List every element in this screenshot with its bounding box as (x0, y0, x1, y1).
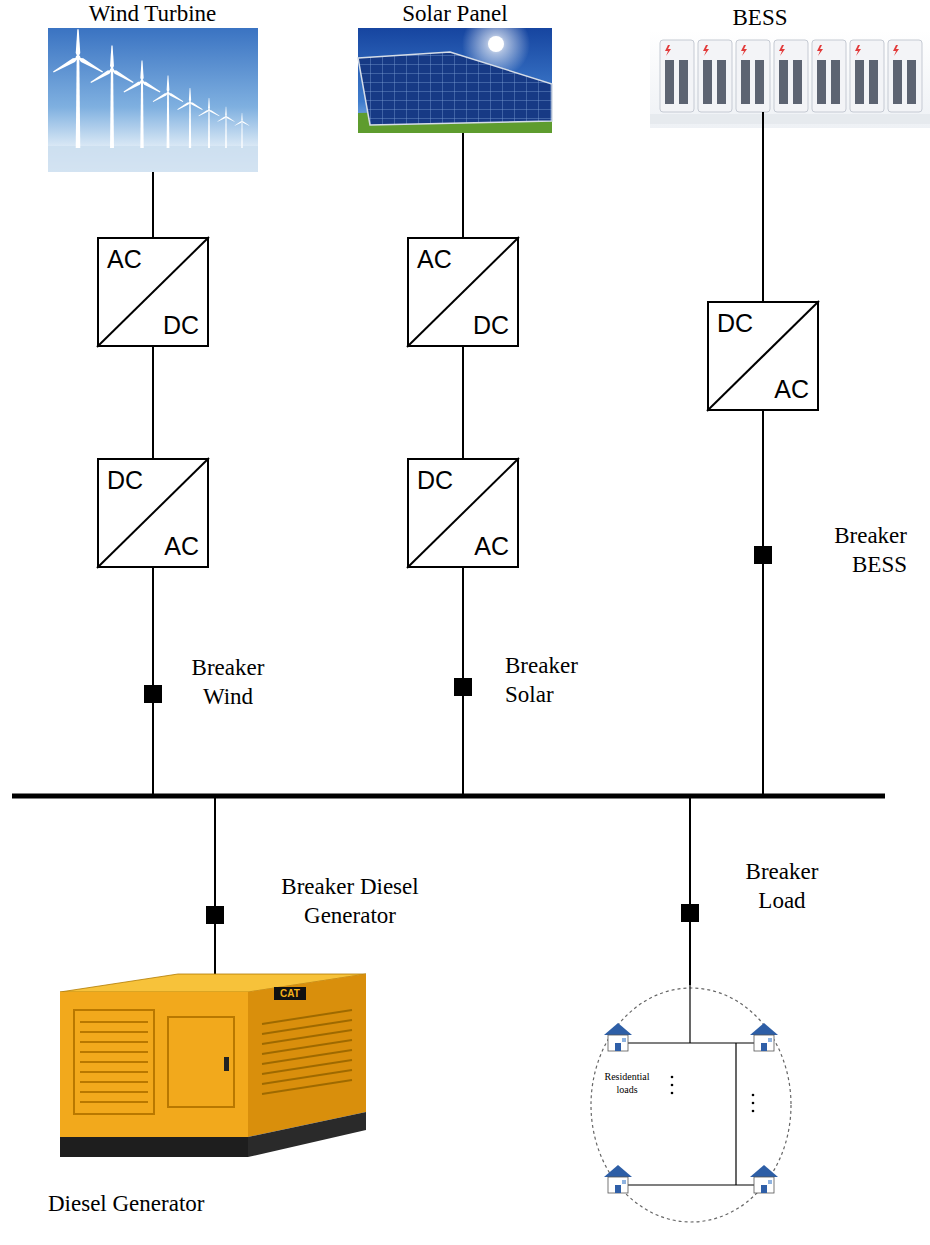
picture-node: Diesel Generator (48, 962, 378, 1222)
connector-line (214, 924, 216, 962)
breaker-label: Breaker Solar (505, 652, 597, 710)
breaker-symbol: Breaker Load (681, 904, 699, 922)
picture-title: Solar Panel (355, 0, 555, 29)
breaker-symbol: Breaker BESS (754, 546, 772, 564)
converter-label: AC (417, 244, 452, 274)
connector-line (689, 922, 691, 985)
breaker-label: Breaker BESS (813, 522, 907, 580)
converter-label: DC (107, 465, 143, 495)
connector-line (152, 568, 154, 685)
solar-panel-picture (358, 10, 552, 133)
breaker-label: Breaker Diesel Generator (250, 873, 450, 931)
converter-label: AC (164, 531, 199, 561)
breaker-label: Breaker Wind (186, 654, 270, 712)
breaker-label: Breaker Load (736, 858, 828, 916)
breaker-symbol: Breaker Diesel Generator (206, 906, 224, 924)
converter-label: AC (474, 531, 509, 561)
wind-turbine-picture (48, 28, 258, 172)
connector-line (462, 568, 464, 678)
converter-label: AC (774, 374, 809, 404)
breaker-symbol: Breaker Solar (454, 678, 472, 696)
connector-line (462, 347, 464, 458)
picture-title: BESS (660, 4, 860, 33)
diesel-generator-picture (60, 974, 366, 1157)
connector-line (762, 128, 764, 301)
converter-box: DC AC (97, 458, 209, 568)
converter-box: DC AC (707, 301, 819, 411)
breaker-symbol: Breaker Wind (144, 685, 162, 703)
bus-bar (12, 112, 885, 976)
bess-picture (650, 30, 930, 128)
converter-label: DC (417, 465, 453, 495)
connector-line (762, 411, 764, 546)
converter-box: DC AC (407, 458, 519, 568)
picture-node: Solar Panel (355, 0, 555, 133)
picture-node: Wind Turbine (45, 0, 260, 172)
connector-line (462, 133, 464, 237)
converter-label: DC (163, 310, 199, 340)
connector-line (152, 347, 154, 458)
picture-title: Wind Turbine (45, 0, 260, 29)
load-label: Residential loads (594, 1071, 660, 1096)
residential-loads-picture (591, 985, 791, 1222)
converter-label: DC (717, 308, 753, 338)
logo-text: CAT (274, 987, 306, 1000)
converter-diagonals (97, 237, 819, 568)
load-circle: Residential loads (588, 985, 794, 1225)
converter-box: AC DC (407, 237, 519, 347)
picture-title: Diesel Generator (48, 1190, 308, 1219)
converter-label: AC (107, 244, 142, 274)
converter-label: DC (473, 310, 509, 340)
picture-node: BESS (650, 0, 928, 128)
connector-line (152, 172, 154, 237)
converter-box: AC DC (97, 237, 209, 347)
